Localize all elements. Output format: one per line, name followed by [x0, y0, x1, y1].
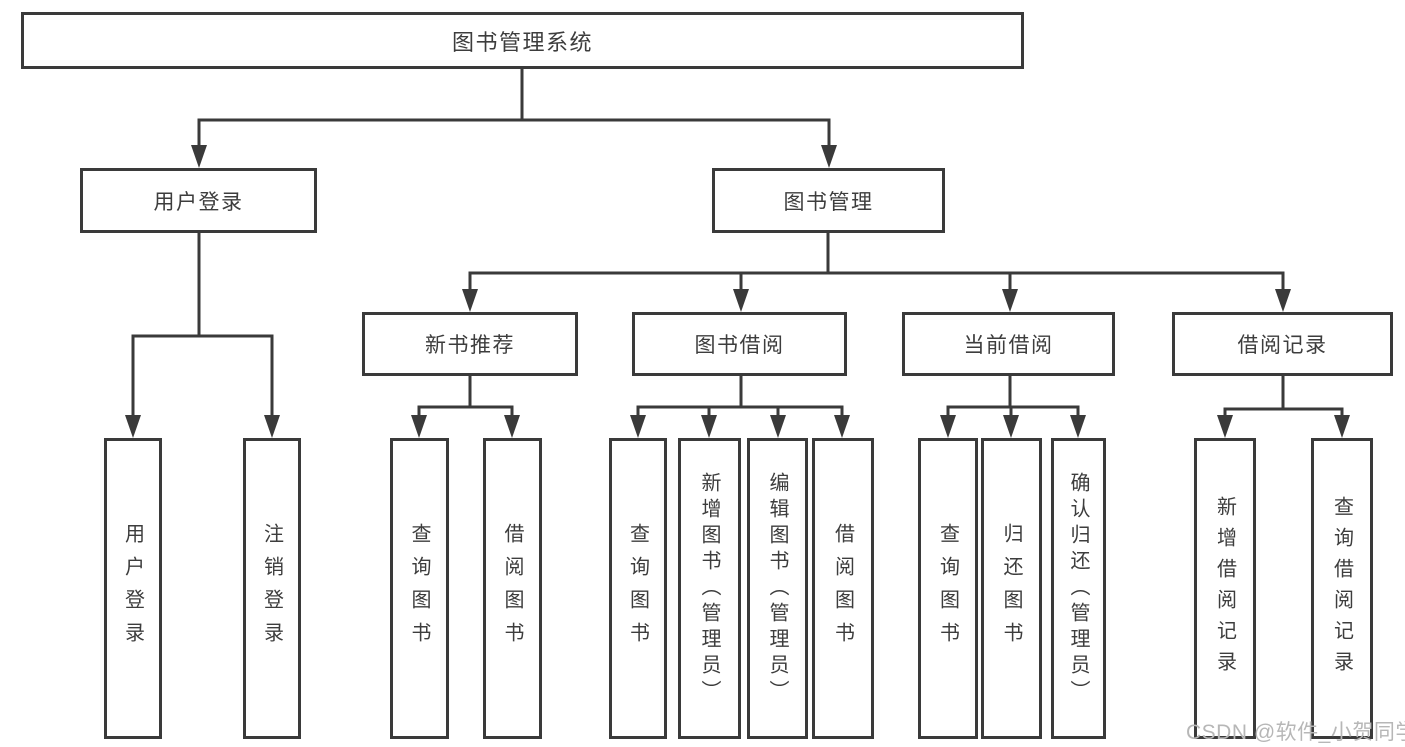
- leaf-query-books-recommend: 查询图书: [390, 438, 449, 739]
- csdn-watermark: CSDN @软件_小贺同学: [1186, 721, 1405, 744]
- node-label: 用户登录: [121, 522, 144, 655]
- leaf-add-borrow-record: 新增借阅记录: [1194, 438, 1256, 739]
- leaf-add-book-admin: 新增图书（管理员）: [678, 438, 741, 739]
- node-label: 编辑图书（管理员）: [766, 471, 788, 706]
- leaf-borrow-books-recommend: 借阅图书: [483, 438, 542, 739]
- node-label: 图书管理: [783, 190, 874, 214]
- node-book-management: 图书管理: [712, 168, 945, 233]
- node-book-borrowing: 图书借阅: [632, 312, 847, 376]
- node-label: 图书管理系统: [451, 29, 593, 55]
- node-label: 用户登录: [153, 190, 244, 214]
- node-library-management-system: 图书管理系统: [21, 12, 1024, 69]
- node-new-book-recommend: 新书推荐: [362, 312, 578, 376]
- node-label: 查询图书: [626, 522, 649, 655]
- node-label: 查询图书: [936, 522, 959, 655]
- leaf-confirm-return-admin: 确认归还（管理员）: [1051, 438, 1106, 739]
- node-label: 借阅图书: [501, 522, 523, 655]
- leaf-logout: 注销登录: [243, 438, 301, 739]
- leaf-borrow-books-borrowing: 借阅图书: [812, 438, 874, 739]
- node-label: 新增借阅记录: [1213, 495, 1236, 682]
- leaf-query-books-current: 查询图书: [918, 438, 978, 739]
- node-label: 注销登录: [260, 522, 283, 655]
- node-label: 图书借阅: [694, 334, 785, 357]
- leaf-edit-book-admin: 编辑图书（管理员）: [747, 438, 808, 739]
- node-label: 当前借阅: [963, 334, 1054, 357]
- tree-edges: [131, 68, 1344, 420]
- leaf-query-books-borrowing: 查询图书: [609, 438, 667, 739]
- node-label: 借阅记录: [1237, 334, 1328, 357]
- leaf-user-login: 用户登录: [104, 438, 162, 739]
- node-label: 新增图书（管理员）: [698, 471, 720, 706]
- node-borrowing-records: 借阅记录: [1172, 312, 1393, 376]
- node-label: 归还图书: [1000, 522, 1022, 655]
- node-user-login: 用户登录: [80, 168, 317, 233]
- node-label: 新书推荐: [425, 334, 515, 357]
- node-label: 确认归还（管理员）: [1067, 471, 1089, 706]
- node-label: 借阅图书: [831, 522, 854, 655]
- node-current-borrowing: 当前借阅: [902, 312, 1115, 376]
- node-label: 查询图书: [408, 522, 430, 655]
- node-label: 查询借阅记录: [1330, 495, 1353, 682]
- arrowheads: [125, 145, 1350, 438]
- leaf-return-book: 归还图书: [981, 438, 1042, 739]
- leaf-query-borrow-record: 查询借阅记录: [1311, 438, 1373, 739]
